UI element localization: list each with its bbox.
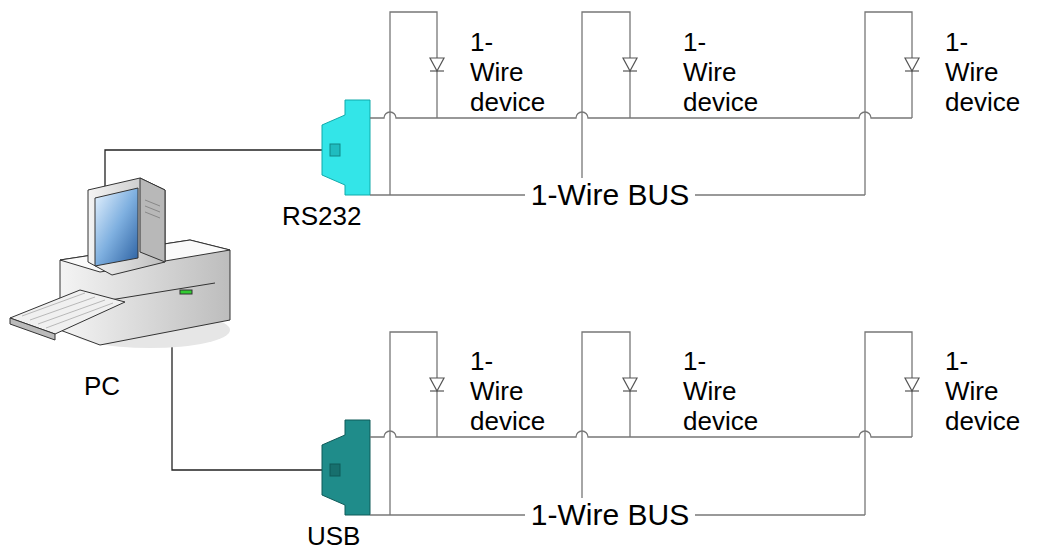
bus-label: 1-Wire BUS <box>525 498 695 533</box>
computer-label: PC <box>84 372 120 402</box>
diode-symbol <box>623 378 637 391</box>
diode-bar <box>430 70 444 71</box>
diode-symbol <box>430 378 444 391</box>
device-label: 1-Wire device <box>945 347 1020 437</box>
diode-symbol <box>430 58 444 71</box>
port-label: USB <box>307 522 360 552</box>
diode-symbol <box>623 58 637 71</box>
device-label: 1-Wire device <box>683 28 758 118</box>
device-label: 1-Wire device <box>945 28 1020 118</box>
pc-icon <box>10 178 230 348</box>
diode-bar <box>905 70 919 71</box>
one-wire-bus <box>370 332 912 515</box>
usb-connector <box>322 420 370 515</box>
port-label: RS232 <box>282 202 362 232</box>
device-label: 1-Wire device <box>470 28 545 118</box>
diode-symbol <box>905 58 919 71</box>
device-label: 1-Wire device <box>683 347 758 437</box>
diode-bar <box>905 390 919 391</box>
diode-symbol <box>905 378 919 391</box>
bus-label: 1-Wire BUS <box>525 178 695 213</box>
rs232-connector <box>322 100 370 195</box>
diode-bar <box>430 390 444 391</box>
device-label: 1-Wire device <box>470 347 545 437</box>
one-wire-bus <box>370 12 912 195</box>
diode-bar <box>623 70 637 71</box>
diode-bar <box>623 390 637 391</box>
